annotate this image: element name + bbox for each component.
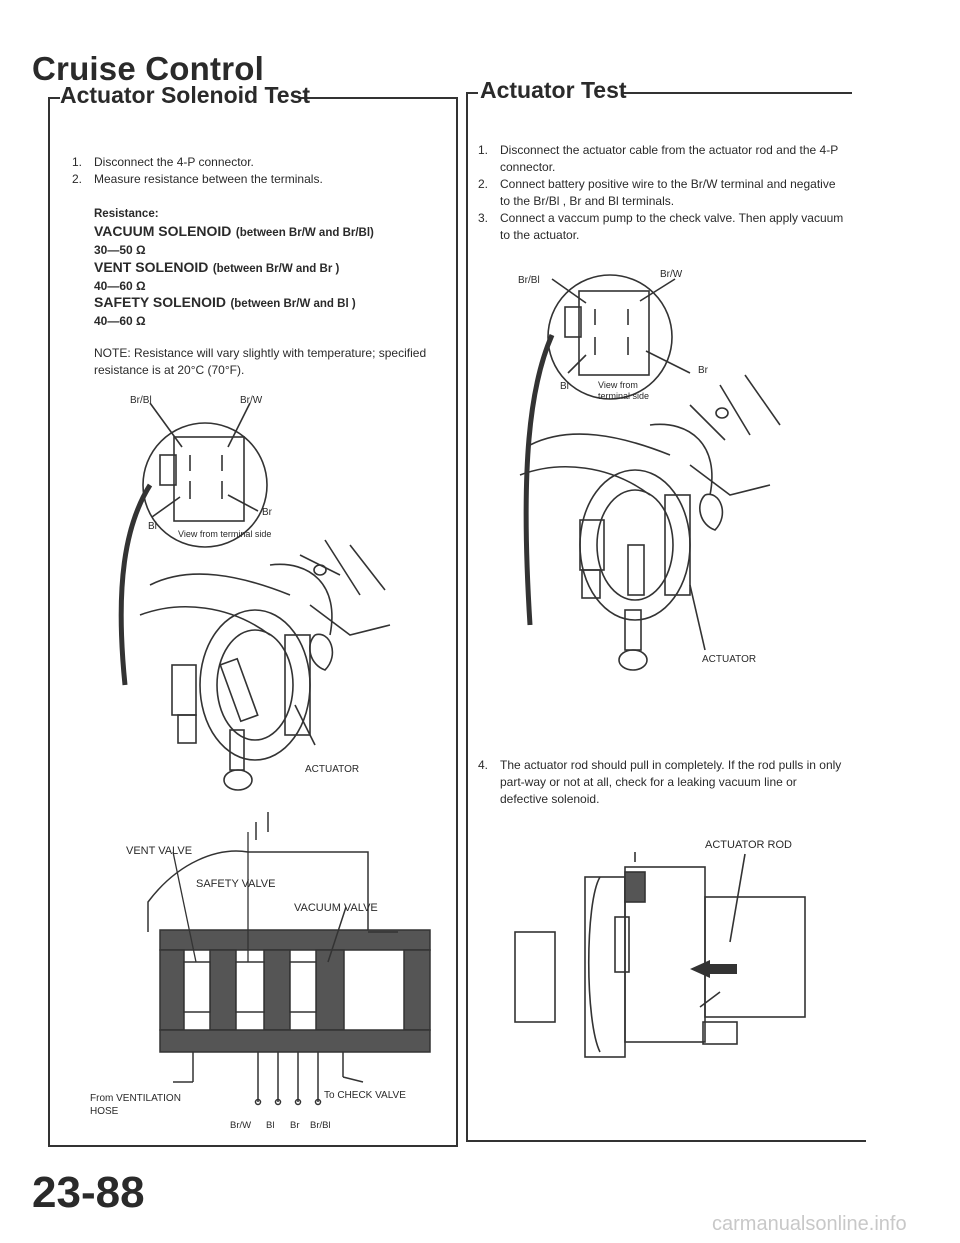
label-view-terminal-side: View from terminal side: [178, 529, 271, 539]
step-number: 1.: [72, 155, 83, 169]
rod-diagram-bracket: [514, 931, 556, 1023]
label-terminal-side: terminal side: [598, 391, 649, 401]
watermark: carmanualsonline.info: [712, 1213, 907, 1235]
spec-between: (between Br/W and Br ): [212, 263, 340, 275]
connector-magnifier-circle: [547, 274, 673, 400]
spec-vacuum: VACUUM SOLENOID (between Br/W and Br/Bl): [94, 223, 444, 241]
right-step4: 4. The actuator rod should pull in comple…: [478, 757, 848, 808]
label-br-bl: Br/Bl: [130, 395, 152, 406]
label-br: Br: [262, 507, 273, 518]
spec-safety: SAFETY SOLENOID (between Br/W and Bl ): [94, 294, 444, 312]
list-item: 3. Connect a vaccum pump to the check val…: [478, 210, 848, 244]
right-frame-left: [466, 92, 468, 1142]
label-actuator: ACTUATOR: [305, 764, 359, 775]
step-text: Connect battery positive wire to the Br/…: [500, 177, 836, 208]
label-view-from: View from: [598, 380, 638, 390]
left-frame-top-stub: [48, 97, 60, 99]
step-number: 3.: [478, 211, 489, 225]
spec-vent: VENT SOLENOID (between Br/W and Br ): [94, 259, 444, 277]
left-connector-illustration: Br/Bl Br/W Bl Br View from terminal side…: [118, 395, 391, 791]
pull-arrow-icon: [690, 960, 737, 978]
resistance-spec-block: Resistance: VACUUM SOLENOID (between Br/…: [94, 208, 444, 328]
label-br-w: Br/W: [660, 269, 683, 280]
connector-latch: [159, 454, 177, 486]
step-number: 2.: [478, 177, 489, 191]
solenoid-coil-vacuum: [289, 961, 317, 1013]
right-frame-top-rule: [622, 92, 852, 94]
label-actuator-rod: ACTUATOR ROD: [705, 839, 792, 851]
list-item: 2. Measure resistance between the termina…: [72, 171, 442, 188]
wire-label-br-bl: Br/Bl: [310, 1120, 331, 1131]
label-br-bl: Br/Bl: [518, 275, 540, 286]
harness-cable: [118, 483, 153, 686]
spec-value: 40—60 Ω: [94, 279, 146, 293]
resistance-label: Resistance:: [94, 208, 159, 220]
connector-housing-icon: [173, 436, 245, 522]
connector-plug-icon: [171, 664, 197, 716]
list-item: 1. Disconnect the 4-P connector.: [72, 154, 442, 171]
label-from-ventilation: From VENTILATION: [90, 1093, 181, 1104]
label-br-w: Br/W: [240, 395, 263, 406]
spec-between: (between Br/W and Bl ): [230, 298, 356, 310]
label-bl: Bl: [560, 381, 569, 392]
actuator-diaphragm-case: [704, 896, 806, 1018]
harness-cable: [523, 333, 555, 626]
label-bl: Bl: [148, 521, 157, 532]
page-title: Cruise Control: [32, 50, 264, 87]
step-number: 1.: [478, 143, 489, 157]
temperature-note: NOTE: Resistance will vary slightly with…: [94, 346, 427, 377]
valve-top-plate: [159, 929, 431, 951]
spec-between: (between Br/W and Br/Bl): [235, 227, 374, 239]
valve-diagram: VENT VALVE SAFETY VALVE VACUUM VALVE Fro…: [90, 812, 431, 1131]
spec-name: VENT SOLENOID: [94, 259, 209, 275]
connector-housing-icon: [578, 290, 650, 376]
wire-label-bl: Bl: [266, 1120, 274, 1131]
spec-name: VACUUM SOLENOID: [94, 223, 232, 239]
left-frame-top-rule: [300, 97, 456, 99]
step-number: 2.: [72, 172, 83, 186]
label-safety-valve: SAFETY VALVE: [196, 878, 275, 890]
spec-name: SAFETY SOLENOID: [94, 294, 226, 310]
right-connector-illustration: Br/Bl Br/W Bl Br View from terminal side…: [518, 269, 781, 671]
label-hose: HOSE: [90, 1106, 119, 1117]
page-number: 23-88: [32, 1168, 145, 1217]
step-text: Disconnect the actuator cable from the a…: [500, 143, 838, 174]
actuator-side-cap: [584, 876, 626, 1058]
left-section-heading: Actuator Solenoid Test: [60, 82, 311, 108]
spec-value: 40—60 Ω: [94, 314, 146, 328]
step-text: The actuator rod should pull in complete…: [500, 758, 842, 806]
step-number: 4.: [478, 758, 489, 772]
wire-label-br-w: Br/W: [230, 1120, 251, 1131]
list-item: 4. The actuator rod should pull in comple…: [478, 757, 848, 808]
solenoid-coil-vent: [183, 961, 211, 1013]
label-to-check-valve: To CHECK VALVE: [324, 1090, 406, 1101]
actuator-rod-diagram: ACTUATOR ROD: [514, 839, 806, 1058]
right-section-heading: Actuator Test: [480, 77, 627, 103]
label-vent-valve: VENT VALVE: [126, 845, 192, 857]
list-item: 1. Disconnect the actuator cable from the…: [478, 142, 848, 176]
step-text: Disconnect the 4-P connector.: [94, 155, 254, 169]
label-actuator: ACTUATOR: [702, 654, 756, 665]
solenoid-coil-safety: [235, 961, 265, 1013]
label-br: Br: [698, 365, 709, 376]
connector-magnifier-circle: [142, 422, 268, 548]
label-vacuum-valve: VACUUM VALVE: [294, 902, 378, 914]
right-steps-list: 1. Disconnect the actuator cable from the…: [478, 142, 848, 244]
left-steps-list: 1. Disconnect the 4-P connector. 2. Measur…: [72, 154, 442, 188]
left-frame-right: [456, 97, 458, 1147]
step-text: Connect a vaccum pump to the check valve…: [500, 211, 844, 242]
connector-latch: [564, 306, 582, 338]
left-frame-bottom: [48, 1145, 458, 1147]
right-frame-top-stub: [466, 92, 478, 94]
right-frame-bottom: [466, 1140, 866, 1142]
connector-plug-icon: [579, 519, 605, 571]
left-frame-left: [48, 97, 50, 1147]
list-item: 2. Connect battery positive wire to the B…: [478, 176, 848, 210]
spec-value: 30—50 Ω: [94, 243, 146, 257]
step-text: Measure resistance between the terminals…: [94, 172, 323, 186]
wire-label-br: Br: [290, 1120, 300, 1131]
